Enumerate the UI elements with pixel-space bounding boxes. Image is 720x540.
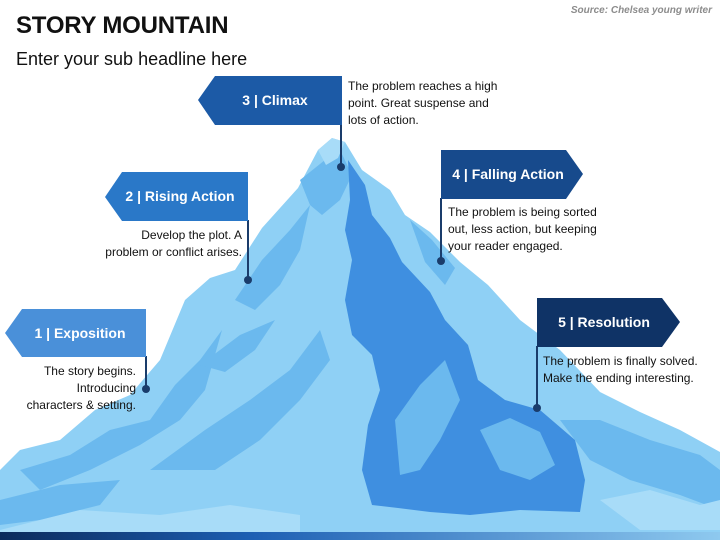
stage-banner-climax: 3 | Climax [198, 76, 342, 125]
desc-line: characters & setting. [26, 398, 136, 412]
mountain-facet [20, 330, 222, 490]
mountain-crevasse [395, 360, 460, 475]
desc-line: The problem is finally solved. [543, 354, 698, 368]
mountain-facet [600, 490, 720, 530]
mountain-facet [200, 320, 275, 372]
stage-banner-exposition: 1 | Exposition [5, 309, 146, 357]
footer-gradient-bar [0, 532, 720, 540]
stage-description-exposition: The story begins. Introducing characters… [6, 363, 136, 414]
desc-line: Introducing [76, 381, 136, 395]
desc-line: Make the ending interesting. [543, 371, 694, 385]
stage-description-resolution: The problem is finally solved. Make the … [543, 353, 718, 387]
page-title: STORY MOUNTAIN [16, 12, 229, 39]
stage-label: 4 | Falling Action [452, 166, 564, 182]
stage-banner-falling-action: 4 | Falling Action [441, 150, 583, 199]
mountain-facet [235, 205, 310, 310]
desc-line: point. Great suspense and [348, 96, 489, 110]
connector-climax [337, 124, 345, 171]
stage-label: 2 | Rising Action [125, 188, 234, 204]
connector-rising-action [244, 220, 252, 284]
stage-description-climax: The problem reaches a high point. Great … [348, 78, 528, 129]
stage-description-falling-action: The problem is being sorted out, less ac… [448, 204, 628, 255]
stage-label: 1 | Exposition [34, 325, 125, 341]
mountain-facet [410, 220, 455, 285]
desc-line: out, less action, but keeping [448, 222, 597, 236]
desc-line: The problem reaches a high [348, 79, 498, 93]
stage-banner-resolution: 5 | Resolution [537, 298, 680, 347]
mountain-facet [0, 505, 300, 532]
mountain-crevasse [480, 418, 555, 480]
desc-line: The story begins. [43, 364, 136, 378]
mountain-facet [150, 330, 330, 470]
stage-label: 5 | Resolution [558, 314, 650, 330]
connector-resolution [533, 346, 541, 412]
desc-line: lots of action. [348, 113, 419, 127]
source-note: Source: Chelsea young writer [570, 5, 712, 16]
mountain-facet [0, 480, 120, 525]
stage-description-rising-action: Develop the plot. A problem or conflict … [70, 227, 242, 261]
desc-line: The problem is being sorted [448, 205, 597, 219]
desc-line: Develop the plot. A [141, 228, 242, 242]
page-subtitle: Enter your sub headline here [16, 49, 248, 69]
connector-falling-action [437, 198, 445, 265]
desc-line: your reader engaged. [448, 239, 563, 253]
stage-banner-rising-action: 2 | Rising Action [105, 172, 248, 221]
stage-label: 3 | Climax [242, 92, 308, 108]
mountain-facet [318, 138, 345, 165]
desc-line: problem or conflict arises. [105, 245, 242, 259]
connector-exposition [142, 356, 150, 393]
mountain-facet [560, 420, 720, 510]
